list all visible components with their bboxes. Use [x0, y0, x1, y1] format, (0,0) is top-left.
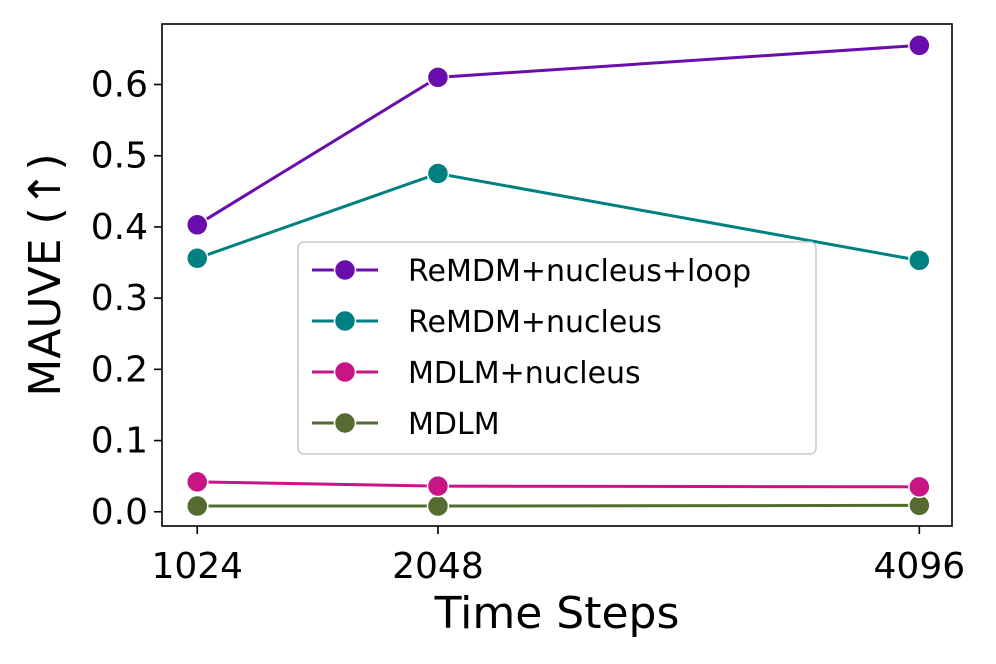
legend-marker: [333, 309, 357, 333]
y-tick-label: 0.6: [91, 65, 148, 106]
legend-entry: MDLM+nucleus: [312, 356, 641, 391]
y-axis: 0.0 0.1 0.2 0.3 0.4 0.5 0.6: [91, 65, 162, 533]
data-point: [186, 213, 209, 237]
y-axis-title: MAUVE (↑): [20, 153, 71, 396]
data-point: [908, 249, 931, 272]
data-point: [908, 34, 931, 57]
data-point: [186, 470, 209, 494]
series-line: [197, 503, 920, 508]
legend-label: ReMDM+nucleus: [408, 305, 662, 340]
x-tick-label: 1024: [151, 546, 243, 587]
data-point: [426, 66, 450, 89]
y-tick-label: 0.5: [91, 136, 148, 177]
y-tick-label: 0.3: [91, 278, 148, 319]
data-point: [908, 475, 931, 499]
x-axis: 1024 2048 4096: [151, 526, 965, 587]
series-mdlm-nucleus: [186, 470, 931, 499]
data-point: [426, 494, 450, 518]
legend-label: ReMDM+nucleus+loop: [408, 254, 751, 289]
data-point: [426, 474, 450, 498]
legend-marker: [333, 411, 357, 435]
x-tick-label: 4096: [874, 546, 966, 587]
data-point: [186, 494, 209, 518]
data-point: [426, 162, 450, 185]
x-tick-label: 2048: [392, 546, 484, 587]
legend-entry: ReMDM+nucleus: [312, 305, 662, 340]
legend-entry: MDLM: [312, 407, 500, 442]
series-mdlm: [186, 494, 931, 518]
legend-box: [297, 241, 817, 455]
series-remdm-nucleus-loop: [186, 34, 931, 237]
y-tick-label: 0.4: [91, 207, 148, 248]
legend-marker: [333, 258, 357, 282]
y-tick-label: 0.0: [91, 492, 148, 533]
data-point: [186, 247, 209, 270]
series-remdm-nucleus: [186, 162, 931, 272]
x-axis-title: Time Steps: [434, 588, 680, 639]
y-tick-label: 0.1: [91, 421, 148, 462]
legend-label: MDLM+nucleus: [408, 356, 641, 391]
legend-label: MDLM: [408, 407, 500, 442]
legend: ReMDM+nucleus+loopReMDM+nucleusMDLM+nucl…: [297, 241, 817, 455]
legend-marker: [333, 360, 357, 384]
series-layer: [186, 34, 931, 518]
legend-entry: ReMDM+nucleus+loop: [312, 254, 751, 289]
y-tick-label: 0.2: [91, 349, 148, 390]
